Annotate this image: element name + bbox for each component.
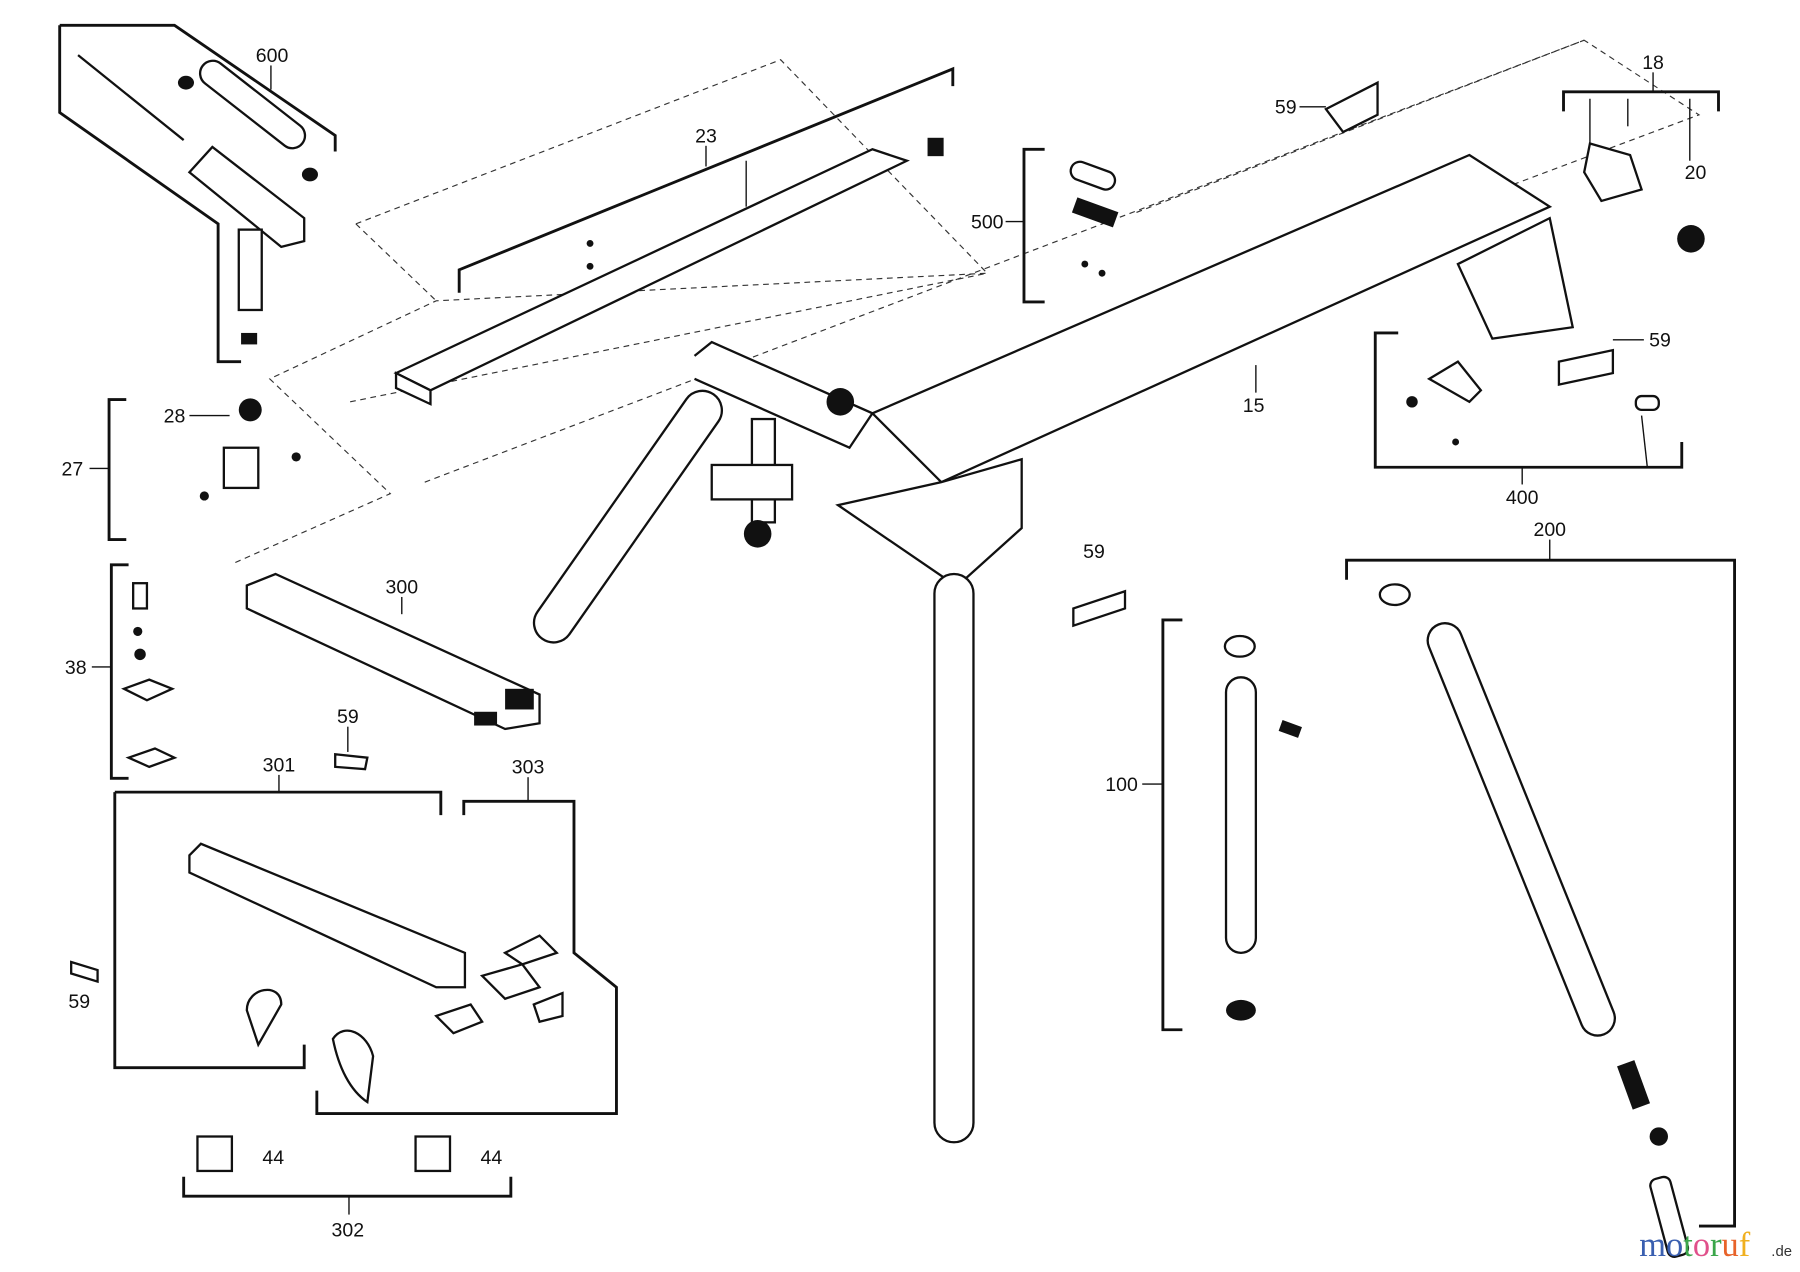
- part-600-assembly: [58, 23, 337, 364]
- watermark-logo: motoruf .de: [1639, 1226, 1792, 1264]
- label-600: 600: [256, 45, 289, 67]
- label-59: 59: [337, 706, 359, 728]
- label-44: 44: [480, 1147, 502, 1169]
- label-20: 20: [1685, 162, 1707, 184]
- label-301: 301: [263, 754, 296, 776]
- label-38: 38: [65, 657, 87, 679]
- label-400: 400: [1506, 487, 1539, 509]
- watermark-brand: motoruf: [1639, 1226, 1750, 1264]
- part-18-bracket: [1562, 90, 1720, 161]
- label-303: 303: [512, 757, 545, 779]
- part-38-plate: [109, 563, 178, 780]
- label-100: 100: [1105, 774, 1138, 796]
- part-23-bar: [393, 66, 955, 406]
- label-59: 59: [1275, 97, 1297, 119]
- part-500-bracket: [1022, 147, 1119, 304]
- leader-lines: [89, 65, 1654, 1215]
- part-100-leg: [1161, 618, 1302, 1032]
- label-18: 18: [1642, 52, 1664, 74]
- part-labels: 600 23 59 18 20 500 59 15 28 27 400 200 …: [61, 45, 1706, 1241]
- part-200-leg: [1345, 558, 1737, 1258]
- label-500: 500: [971, 211, 1004, 233]
- label-15: 15: [1243, 395, 1265, 417]
- part-301-303-assembly: [70, 752, 618, 1198]
- label-59: 59: [68, 991, 90, 1013]
- part-59-label: [1072, 589, 1127, 628]
- label-59: 59: [1649, 330, 1671, 352]
- part-27-clamp: [107, 398, 301, 542]
- label-44: 44: [262, 1147, 284, 1169]
- label-59: 59: [1083, 541, 1105, 563]
- dashed-guides: [235, 39, 1701, 564]
- part-300-rail: [245, 572, 541, 731]
- label-302: 302: [332, 1219, 365, 1241]
- label-300: 300: [386, 577, 419, 599]
- label-27: 27: [61, 458, 83, 480]
- part-400-bracket: [1373, 331, 1684, 469]
- label-23: 23: [695, 125, 717, 147]
- watermark-suffix: .de: [1771, 1243, 1792, 1260]
- part-15-frame: [532, 80, 1705, 1144]
- label-28: 28: [164, 405, 186, 427]
- label-200: 200: [1533, 519, 1566, 541]
